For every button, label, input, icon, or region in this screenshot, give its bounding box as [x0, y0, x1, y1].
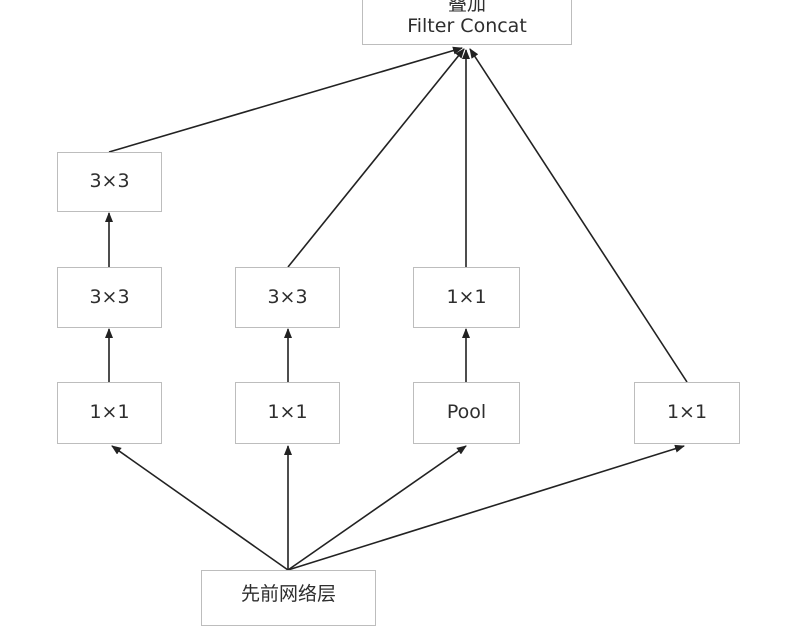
edge-b1-top-to-concat	[108, 46, 463, 153]
edge-input-to-b3-bot	[287, 445, 467, 571]
branch4-conv1x1-label: 1×1	[666, 401, 708, 424]
branch3-conv1x1-node: 1×1	[413, 267, 520, 328]
branch2-conv3x3-label: 3×3	[267, 285, 308, 308]
branch1-conv3x3-mid-node: 3×3	[57, 267, 162, 328]
branch2-conv1x1-label: 1×1	[267, 401, 308, 424]
edge-b2-mid-to-concat	[287, 48, 465, 268]
previous-layer-label: 先前网络层	[240, 583, 336, 605]
branch1-conv1x1-node: 1×1	[57, 382, 162, 444]
edge-group	[105, 46, 688, 571]
branch2-conv1x1-node: 1×1	[235, 382, 340, 444]
branch3-pool-node: Pool	[413, 382, 520, 444]
edge-b4-bot-to-concat	[469, 48, 688, 383]
branch1-conv3x3-mid-label: 3×3	[89, 285, 130, 308]
branch1-conv1x1-label: 1×1	[89, 401, 130, 424]
previous-layer-node: 先前网络层	[201, 570, 376, 626]
branch1-conv3x3-top-node: 3×3	[57, 152, 162, 212]
filter-concat-label-en: Filter Concat	[407, 14, 527, 37]
edge-input-to-b4-bot	[287, 444, 685, 571]
filter-concat-label-cn: 叠加	[447, 0, 486, 15]
edge-input-to-b1-bot	[111, 445, 289, 571]
filter-concat-node: 叠加 Filter Concat	[362, 0, 572, 45]
branch1-conv3x3-top-label: 3×3	[89, 170, 130, 193]
connector-layer	[105, 46, 688, 571]
branch4-conv1x1-node: 1×1	[634, 382, 740, 444]
branch2-conv3x3-node: 3×3	[235, 267, 340, 328]
branch3-pool-label: Pool	[446, 401, 487, 424]
branch3-conv1x1-label: 1×1	[446, 285, 487, 308]
